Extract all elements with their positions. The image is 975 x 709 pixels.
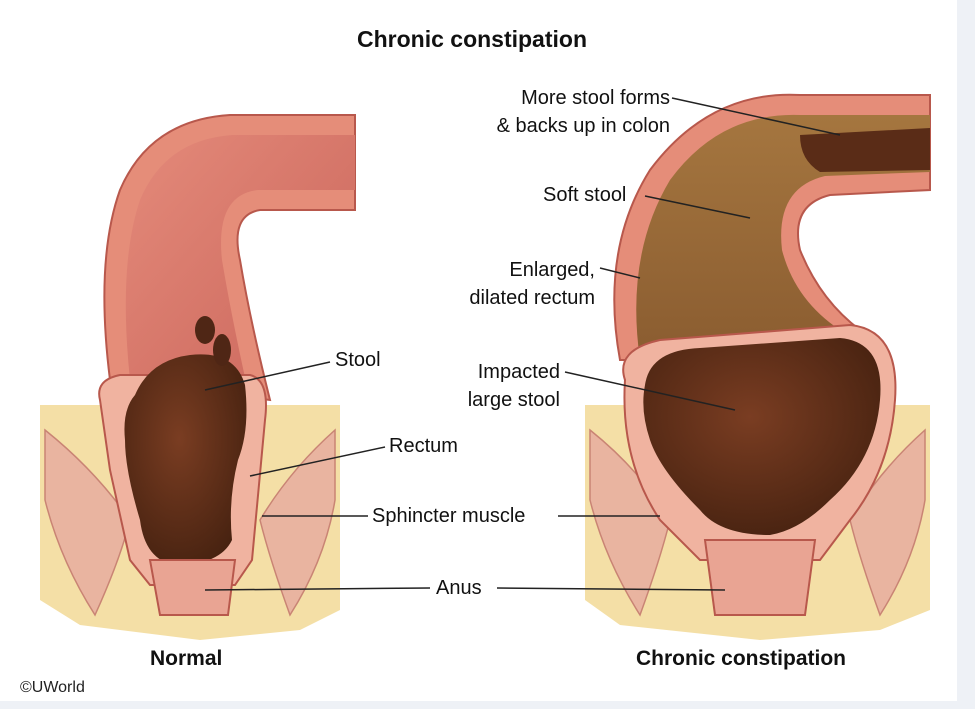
sigmoid-lumen-normal xyxy=(125,135,355,400)
leader-impacted xyxy=(564,371,736,411)
soft-stool-region xyxy=(636,114,930,361)
label-enlarged-line1: Enlarged, xyxy=(509,259,595,281)
label-soft-stool: Soft stool xyxy=(543,184,627,206)
levator-muscle-right-a xyxy=(589,428,671,617)
copyright-text: ©UWorld xyxy=(20,679,85,696)
leader-stool xyxy=(204,361,331,391)
leader-anus-right xyxy=(496,587,726,591)
leader-soft-stool xyxy=(644,195,751,219)
normal-anatomy xyxy=(40,114,356,640)
anal-canal-normal xyxy=(148,559,237,616)
caption-chronic: Chronic constipation xyxy=(636,647,846,670)
anal-canal-dilated xyxy=(703,539,817,616)
colon-stool-upper xyxy=(800,128,930,172)
label-more-stool: More stool forms & backs up in colon xyxy=(455,84,670,140)
label-anus: Anus xyxy=(436,577,482,599)
label-sphincter: Sphincter muscle xyxy=(372,505,526,527)
label-more-stool-line1: More stool forms xyxy=(521,87,670,109)
label-impacted-line2: large stool xyxy=(467,389,560,411)
levator-muscle-left-a xyxy=(44,428,131,617)
label-stool: Stool xyxy=(335,349,381,371)
leader-enlarged xyxy=(599,267,641,279)
stool-normal xyxy=(124,354,247,565)
leader-lines xyxy=(204,97,841,591)
label-impacted: Impacted large stool xyxy=(440,358,560,414)
leader-rectum xyxy=(249,446,386,477)
caption-normal: Normal xyxy=(150,647,223,670)
label-rectum: Rectum xyxy=(389,435,458,457)
label-enlarged-line2: dilated rectum xyxy=(469,287,595,309)
label-impacted-line1: Impacted xyxy=(477,361,560,383)
levator-muscle-right-b xyxy=(849,428,926,617)
impacted-stool xyxy=(643,338,881,535)
leader-anus-left xyxy=(204,587,431,591)
label-enlarged: Enlarged, dilated rectum xyxy=(440,256,595,312)
leader-more-stool xyxy=(671,97,841,136)
right-margin-strip xyxy=(957,0,975,709)
label-more-stool-line2: & backs up in colon xyxy=(496,115,670,137)
diagram-title: Chronic constipation xyxy=(357,26,587,52)
bottom-margin-strip xyxy=(0,701,975,709)
constipation-anatomy xyxy=(585,93,931,640)
levator-muscle-left-b xyxy=(259,428,336,617)
